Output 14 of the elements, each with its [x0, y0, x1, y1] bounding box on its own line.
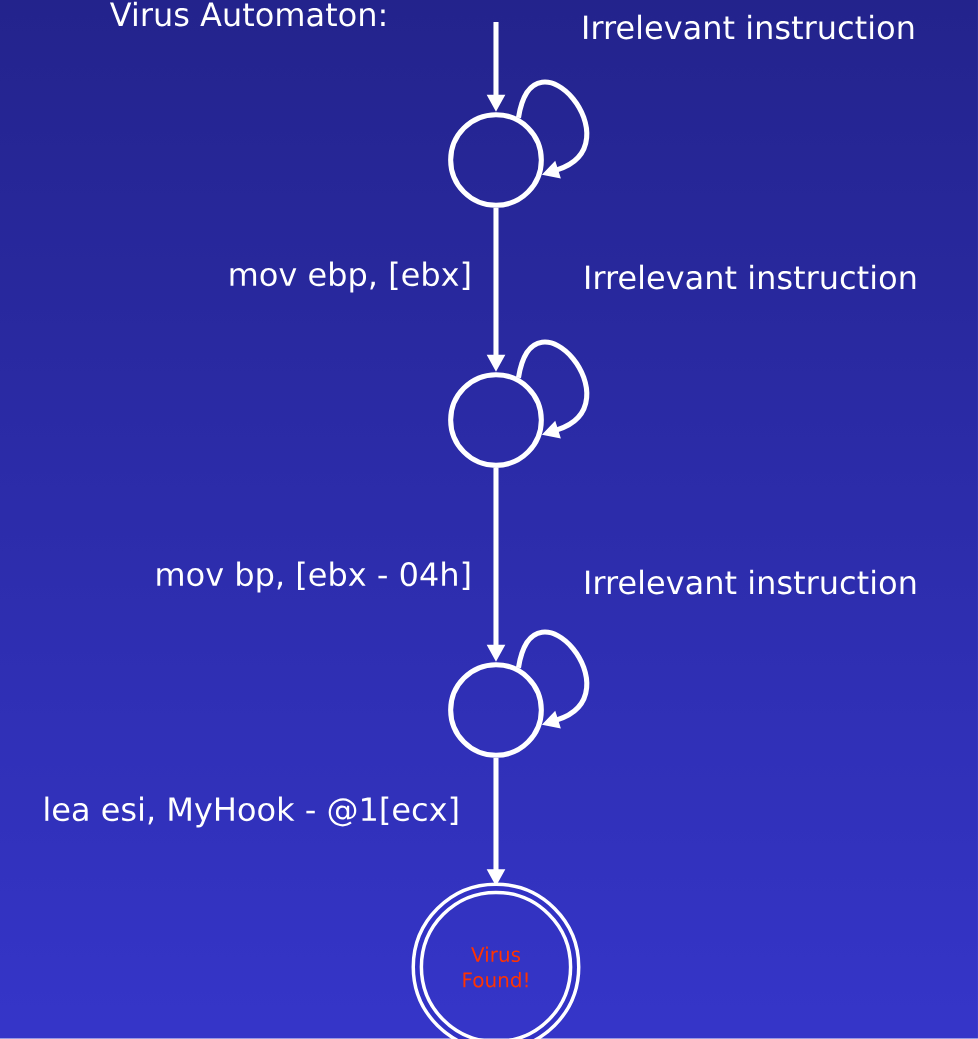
- accepting-state: Virus Found!: [411, 882, 581, 1039]
- edge-label: Irrelevant instruction: [586, 569, 916, 595]
- state-circle: [448, 662, 544, 758]
- self-loop-arrow: [516, 339, 590, 439]
- edge-label: Irrelevant instruction: [586, 264, 916, 290]
- self-loop-arrow: [516, 79, 590, 179]
- edge-label: lea esi, MyHook - @1[ecx]: [45, 796, 458, 828]
- edge-label: Irrelevant instruction: [584, 14, 914, 40]
- edge-label: mov bp, [ebx - 04h]: [157, 561, 470, 593]
- title: Virus Automaton:: [109, 1, 385, 27]
- edge-label: mov ebp, [ebx]: [230, 261, 470, 293]
- state-circle: [448, 112, 544, 208]
- self-loop-arrow: [516, 629, 590, 729]
- state-circle: [448, 372, 544, 468]
